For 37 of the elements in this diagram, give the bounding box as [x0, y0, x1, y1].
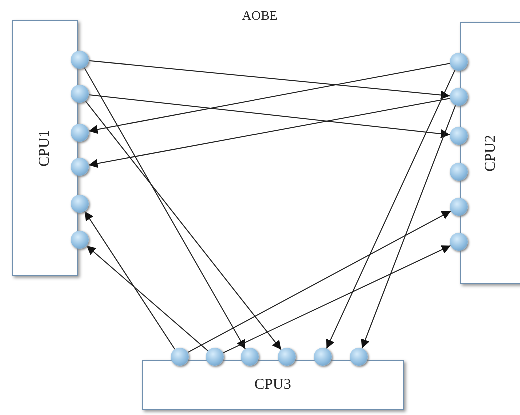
arrow: [361, 104, 456, 350]
arrow: [88, 98, 451, 168]
arrow: [85, 100, 282, 350]
port-circle: [206, 348, 224, 366]
cpu-box: [460, 22, 520, 284]
port-circle: [350, 348, 368, 366]
port-circle: [71, 51, 89, 69]
cpu-label: CPU1: [36, 130, 54, 166]
port-circle: [241, 348, 259, 366]
arrow: [187, 210, 452, 354]
port-circle: [314, 348, 332, 366]
arrow: [88, 60, 451, 100]
port-circle: [71, 158, 89, 176]
cpu-box: [142, 360, 404, 410]
port-circle: [171, 348, 189, 366]
cpu-label: CPU2: [482, 134, 500, 172]
arrow: [84, 67, 246, 350]
arrow: [88, 94, 451, 138]
port-circle: [278, 348, 296, 366]
port-circle: [450, 127, 468, 145]
port-circle: [450, 163, 468, 181]
diagram-title: AOBE: [241, 8, 279, 24]
arrow: [326, 70, 456, 350]
port-circle: [71, 85, 89, 103]
arrow: [84, 211, 176, 350]
arrow: [86, 245, 209, 352]
port-circle: [450, 233, 468, 251]
port-circle: [450, 198, 468, 216]
cpu-box: [12, 20, 78, 276]
cpu-label: CPU3: [254, 376, 292, 394]
port-circle: [450, 53, 468, 71]
arrow: [222, 245, 452, 354]
port-circle: [71, 231, 89, 249]
arrow: [88, 63, 451, 134]
port-circle: [450, 88, 468, 106]
port-circle: [71, 124, 89, 142]
port-circle: [71, 195, 89, 213]
